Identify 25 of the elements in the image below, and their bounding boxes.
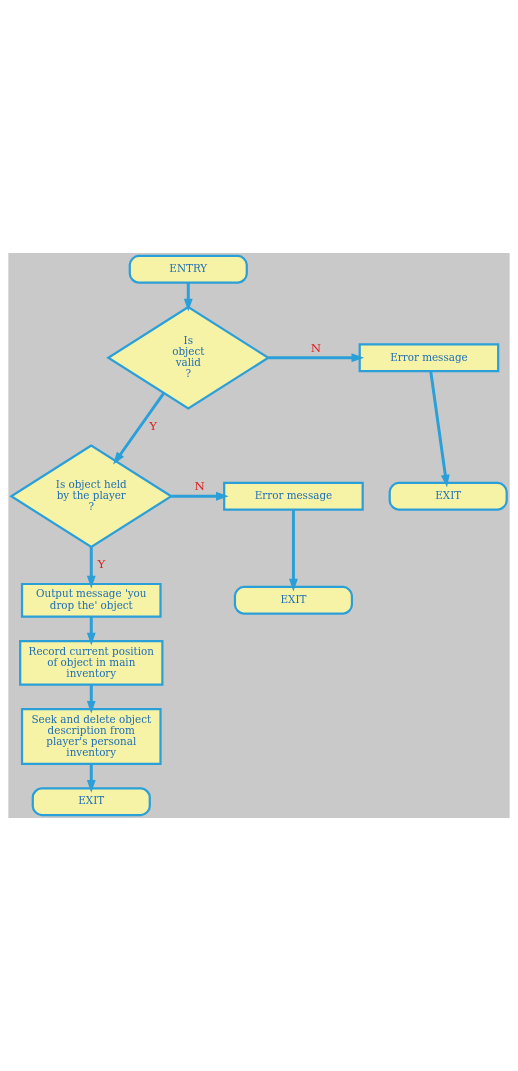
edge-label: N <box>194 479 205 494</box>
node-box: Output message 'you drop the' object <box>20 582 162 618</box>
arrow <box>113 392 165 465</box>
edge-label: Y <box>149 418 158 433</box>
arrow <box>171 491 229 501</box>
arrow <box>429 370 450 488</box>
node-box: EXIT <box>233 585 354 615</box>
node-box: EXIT <box>388 481 508 511</box>
edge-label: Y <box>97 557 106 572</box>
arrow <box>86 764 96 793</box>
arrow <box>289 509 298 592</box>
node-box: Seek and delete object description from player's personal inventory <box>20 708 162 766</box>
node-box: Error message <box>358 343 500 373</box>
edge-label: N <box>310 340 322 355</box>
node-box: Error message <box>223 481 364 511</box>
node-diamond: Is object valid ? <box>106 305 271 410</box>
node-box: ENTRY <box>128 254 248 284</box>
node-box: Record current position of object in main inventory <box>19 639 164 686</box>
arrow <box>86 547 96 589</box>
arrow <box>86 684 96 714</box>
node-diamond: Is object held by the player ? <box>9 444 174 549</box>
node-box: EXIT <box>31 787 151 817</box>
arrow <box>86 616 96 646</box>
arrow <box>183 282 193 312</box>
arrow <box>268 353 365 363</box>
